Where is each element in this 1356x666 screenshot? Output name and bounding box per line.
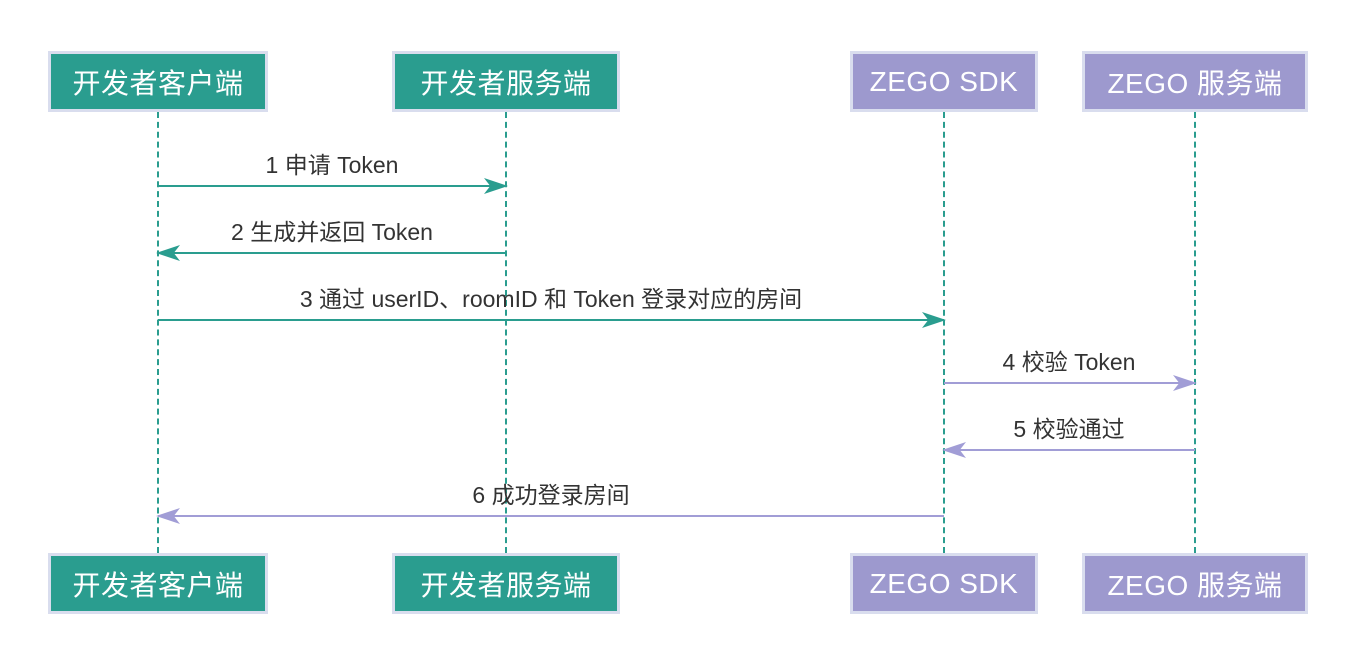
message-5-label: 5 校验通过 xyxy=(1013,416,1125,442)
message-1-line xyxy=(158,178,508,194)
lifeline-dev-server xyxy=(505,112,507,553)
message-6-line xyxy=(156,508,944,524)
arrow-left-icon xyxy=(156,508,180,524)
message-3-label: 3 通过 userID、roomID 和 Token 登录对应的房间 xyxy=(299,286,803,312)
actor-bottom-dev-client: 开发者客户端 xyxy=(48,553,268,614)
message-5-line xyxy=(942,442,1195,458)
arrow-left-icon xyxy=(156,245,180,261)
actor-bottom-zego-server: ZEGO 服务端 xyxy=(1082,553,1308,614)
lifeline-zego-server xyxy=(1194,112,1196,553)
lifeline-dev-client xyxy=(157,112,159,553)
actor-top-dev-client: 开发者客户端 xyxy=(48,51,268,112)
message-2-line xyxy=(156,245,506,261)
actor-bottom-dev-server: 开发者服务端 xyxy=(392,553,620,614)
actor-top-zego-server: ZEGO 服务端 xyxy=(1082,51,1308,112)
message-4-label: 4 校验 Token xyxy=(1002,349,1136,375)
message-4-line xyxy=(944,375,1197,391)
actor-top-zego-sdk: ZEGO SDK xyxy=(850,51,1038,112)
message-2-label: 2 生成并返回 Token xyxy=(231,219,433,245)
message-6-label: 6 成功登录房间 xyxy=(472,482,630,508)
message-1-label: 1 申请 Token xyxy=(265,152,399,178)
lifeline-zego-sdk xyxy=(943,112,945,553)
message-3-line xyxy=(158,312,946,328)
actor-top-dev-server: 开发者服务端 xyxy=(392,51,620,112)
arrow-left-icon xyxy=(942,442,966,458)
actor-bottom-zego-sdk: ZEGO SDK xyxy=(850,553,1038,614)
